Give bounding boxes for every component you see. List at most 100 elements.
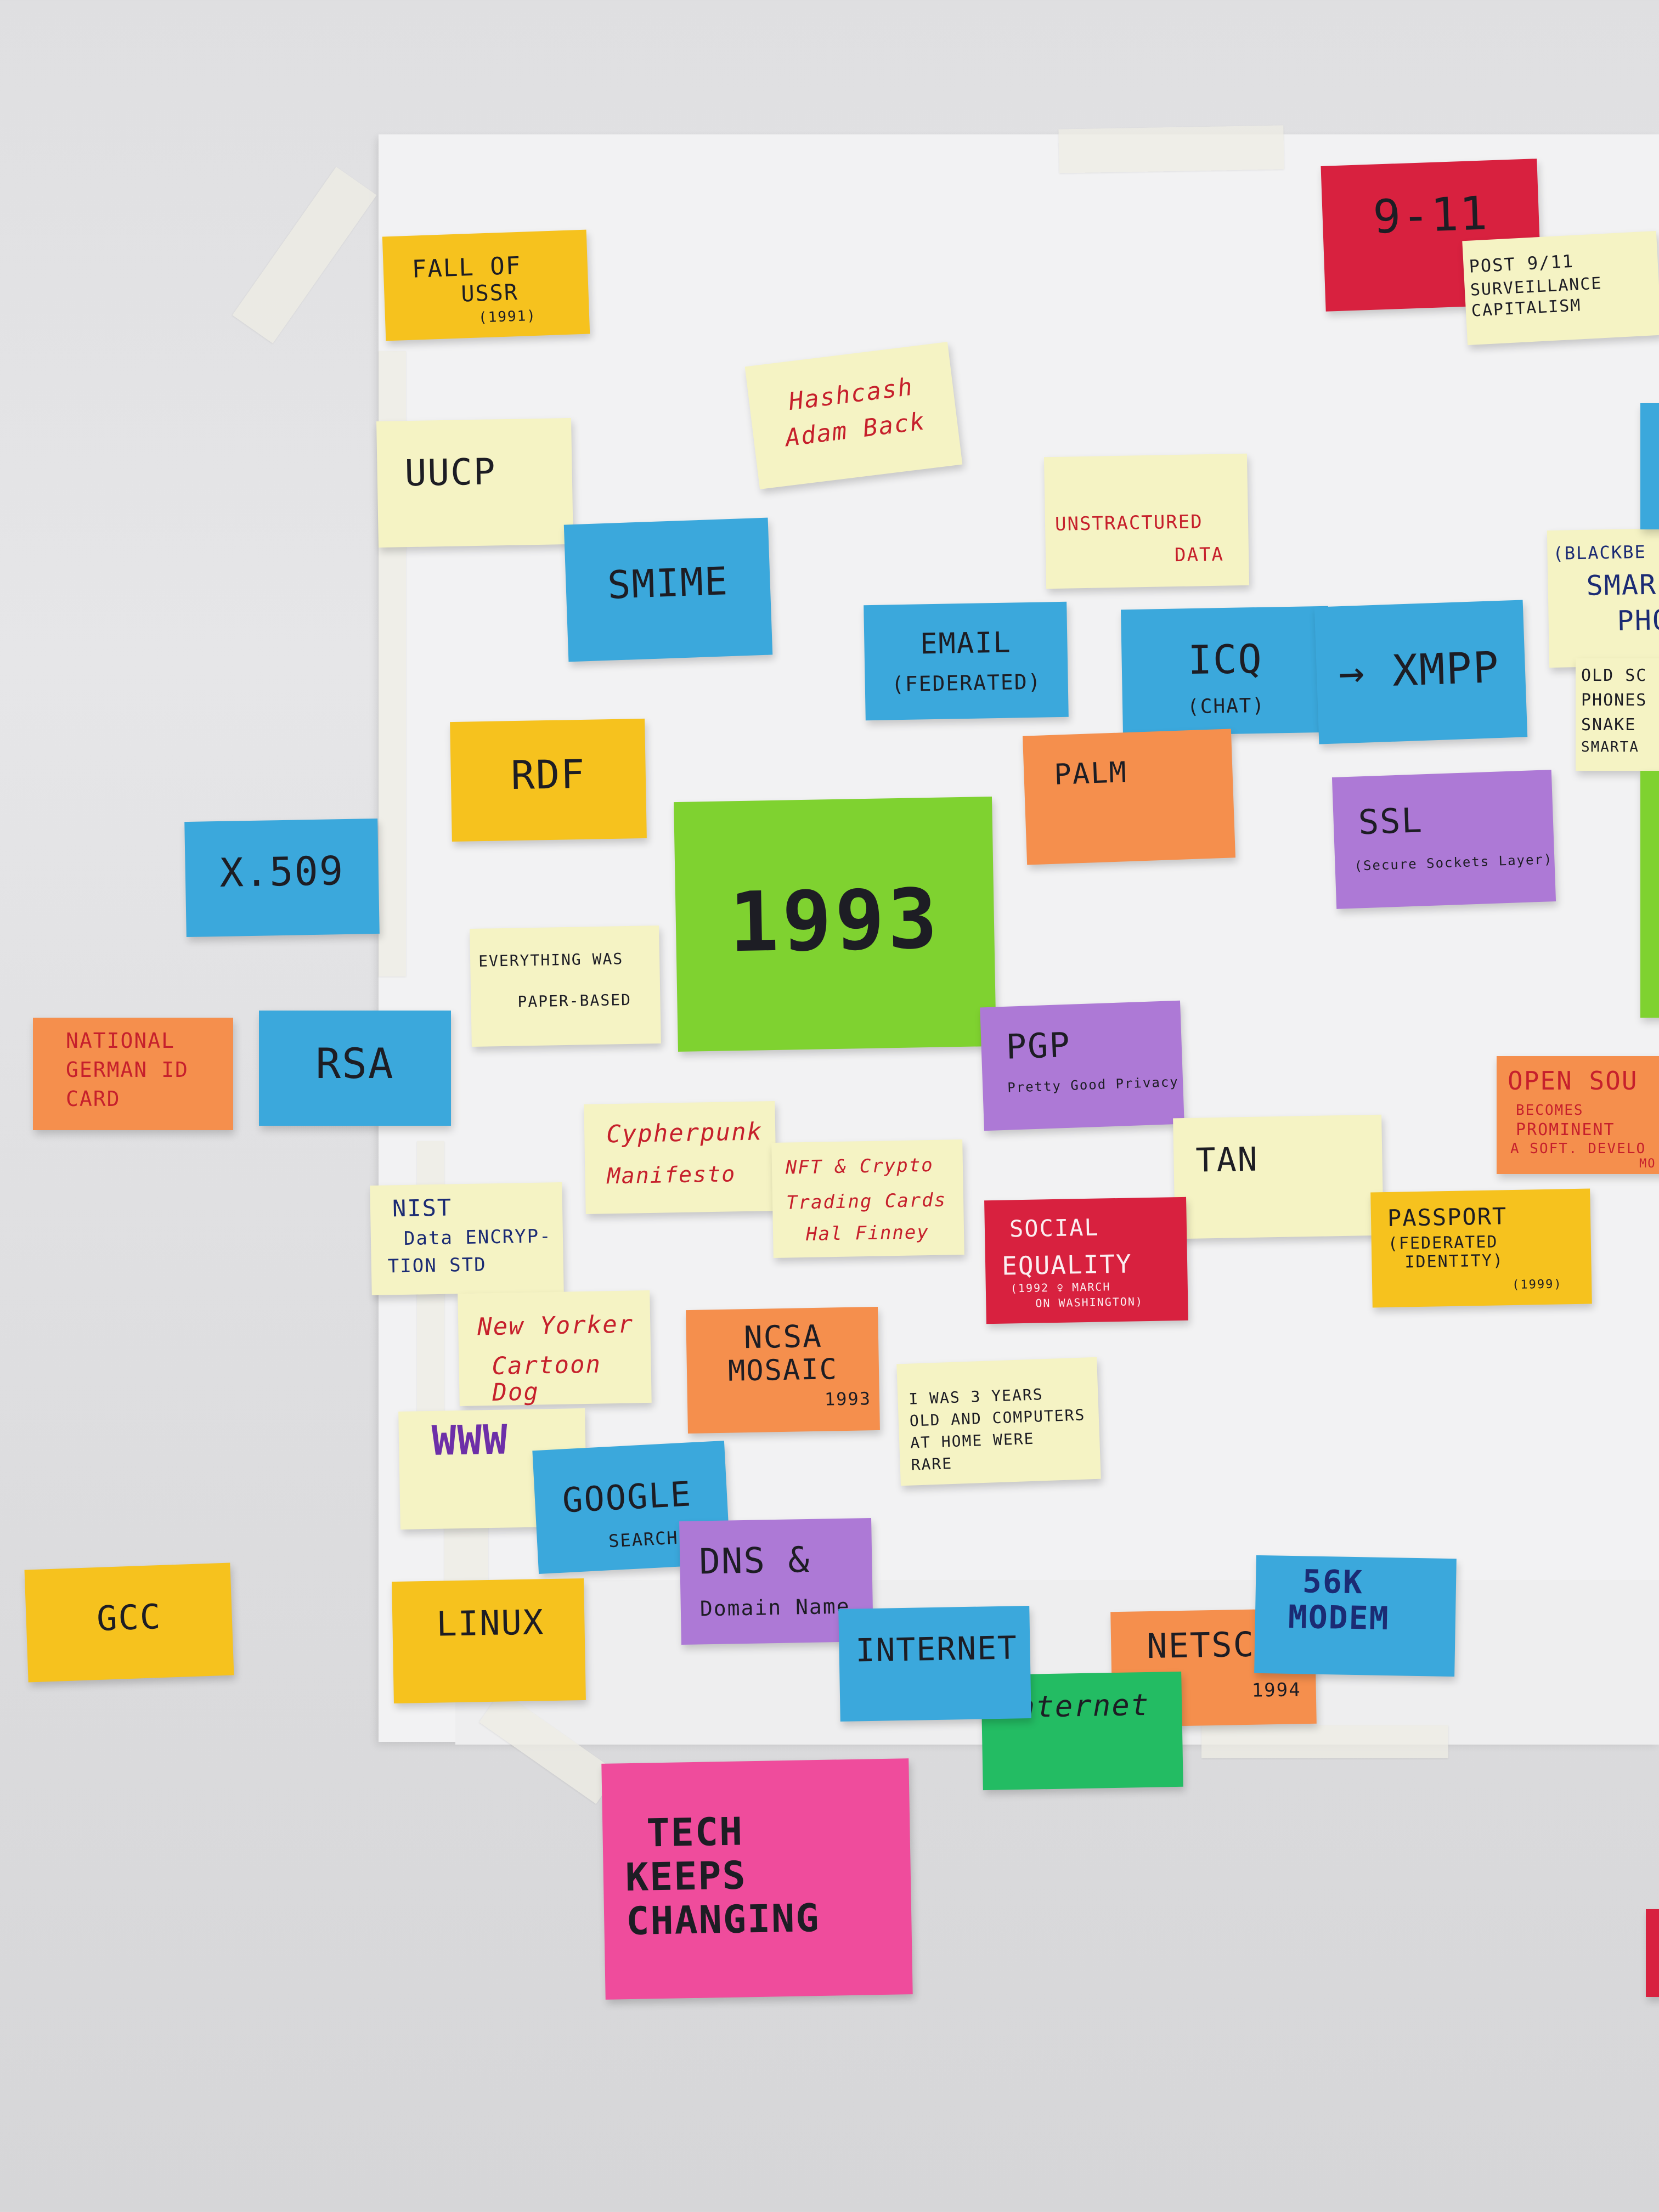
note-text: INTERNET [855, 1629, 1018, 1669]
note-text: I WAS 3 YEARS [908, 1385, 1044, 1408]
tape-strip [232, 167, 377, 343]
note-partial-right-red [1646, 1909, 1659, 1997]
note-text: KEEPS [625, 1853, 747, 1900]
note-text: Trading Cards [786, 1189, 947, 1214]
note-tech-keeps-changing: TECH KEEPS CHANGING [601, 1758, 913, 2000]
note-text: A SOFT. DEVELO [1510, 1141, 1646, 1157]
note-text: DNS & [698, 1539, 811, 1583]
note-text: (1991) [478, 307, 537, 326]
note-text: MO [1639, 1157, 1656, 1171]
note-text: GCC [95, 1596, 162, 1639]
note-text: (FEDERATED) [891, 669, 1042, 697]
note-text: TAN [1195, 1140, 1259, 1180]
note-text: SSL [1357, 800, 1424, 843]
note-text: Cypherpunk [606, 1118, 763, 1149]
note-text: PROMINENT [1516, 1120, 1615, 1139]
note-text: 1994 [1251, 1679, 1301, 1702]
note-text: OLD SC [1581, 666, 1647, 685]
note-text: SOCIAL [1009, 1214, 1100, 1243]
note-partial-right-green [1640, 771, 1659, 1018]
note-icq: ICQ (CHAT) [1121, 606, 1330, 736]
note-email: EMAIL (FEDERATED) [864, 601, 1069, 721]
note-uucp: UUCP [376, 417, 573, 548]
note-text: POST 9/11 [1468, 250, 1575, 277]
note-text: SMARTA [1581, 739, 1639, 755]
note-text: NFT & Crypto [785, 1154, 934, 1179]
note-ncsa-mosaic: NCSA MOSAIC 1993 [686, 1306, 880, 1434]
note-open-source: OPEN SOU BECOMES PROMINENT A SOFT. DEVEL… [1497, 1056, 1659, 1174]
note-partial-right-blue [1640, 403, 1659, 529]
note-text: MOSAIC [727, 1353, 838, 1388]
note-text: PHO [1617, 604, 1659, 637]
note-text: MODEM [1288, 1598, 1390, 1638]
note-text: NATIONAL [66, 1029, 176, 1053]
note-three-years-old: I WAS 3 YEARS OLD AND COMPUTERS AT HOME … [896, 1357, 1101, 1486]
note-text: SMAR [1586, 568, 1657, 602]
note-text: 9-11 [1372, 186, 1489, 244]
note-text: PALM [1053, 756, 1128, 792]
note-hashcash: Hashcash Adam Back [744, 342, 963, 489]
note-text: OPEN SOU [1508, 1066, 1638, 1096]
note-linux: LINUX [392, 1578, 586, 1704]
note-unstructured-data: UNSTRACTURED DATA [1043, 453, 1250, 589]
note-text: RARE [911, 1454, 953, 1474]
note-text: USSR [460, 279, 519, 307]
note-old-school-phones: OLD SC PHONES SNAKE SMARTA [1576, 658, 1659, 771]
note-text: PAPER-BASED [517, 990, 632, 1011]
note-ssl: SSL (Secure Sockets Layer) [1331, 770, 1556, 909]
note-text: UUCP [404, 450, 497, 495]
note-text: ICQ [1187, 635, 1263, 684]
note-text: SMIME [606, 558, 730, 608]
note-56k-modem: 56K MODEM [1254, 1555, 1457, 1677]
note-text: TECH [646, 1809, 744, 1856]
note-text: (1992 ♀ MARCH [1010, 1280, 1111, 1295]
note-text: Cartoon Dog [492, 1350, 602, 1407]
note-pgp: PGP Pretty Good Privacy [980, 1000, 1184, 1131]
note-palm: PALM [1023, 729, 1235, 865]
note-text: NIST [392, 1194, 453, 1222]
note-text: CARD [66, 1087, 121, 1111]
note-xmpp: → XMPP [1314, 600, 1528, 744]
note-rsa: RSA [259, 1011, 451, 1126]
note-gcc: GCC [24, 1562, 234, 1683]
tape-strip [1058, 125, 1284, 173]
note-smime: SMIME [563, 517, 773, 662]
note-1993: 1993 [674, 796, 996, 1052]
note-new-yorker-cartoon: New Yorker Cartoon Dog [458, 1290, 652, 1407]
note-text: GERMAN ID [66, 1058, 189, 1082]
note-text: CHANGING [625, 1895, 821, 1944]
note-text: (Secure Sockets Layer) [1354, 851, 1553, 874]
note-text: 56K [1302, 1562, 1364, 1601]
note-text: PHONES [1581, 691, 1647, 710]
note-text: (FEDERATED [1387, 1232, 1498, 1254]
note-nft-crypto: NFT & Crypto Trading Cards Hal Finney [771, 1139, 964, 1259]
note-text: New Yorker [477, 1310, 634, 1341]
note-text: FALL OF [411, 251, 522, 284]
note-text: BECOMES [1516, 1102, 1584, 1119]
note-social-equality: SOCIAL EQUALITY (1992 ♀ MARCH ON WASHING… [984, 1197, 1188, 1324]
note-text: RDF [510, 751, 586, 799]
note-text: Hal Finney [805, 1221, 930, 1245]
note-text: 1993 [728, 871, 942, 971]
note-text: (CHAT) [1187, 694, 1266, 719]
note-text: Pretty Good Privacy [1007, 1074, 1180, 1096]
note-passport: PASSPORT (FEDERATED IDENTITY) (1999) [1370, 1188, 1592, 1308]
note-text: SNAKE [1581, 715, 1637, 735]
note-tan: TAN [1173, 1114, 1384, 1239]
note-text: LINUX [436, 1602, 545, 1644]
note-text: AT HOME WERE [910, 1429, 1035, 1452]
note-text: EQUALITY [1001, 1249, 1133, 1281]
note-text: X.509 [219, 848, 345, 896]
note-text: TION STD [387, 1254, 487, 1278]
note-everything-paper-based: EVERYTHING WAS PAPER-BASED [470, 926, 661, 1047]
note-text: GOOGLE [561, 1474, 693, 1521]
tape-strip [1201, 1725, 1448, 1758]
note-fall-of-ussr: FALL OF USSR (1991) [382, 229, 590, 341]
note-text: UNSTRACTURED [1054, 511, 1204, 535]
note-x509: X.509 [184, 818, 380, 938]
note-blackberry: (BLACKBE SMAR PHO [1547, 528, 1659, 668]
note-text: DATA [1174, 543, 1224, 567]
note-text: EVERYTHING WAS [478, 950, 624, 970]
note-internet: INTERNET [838, 1605, 1031, 1722]
